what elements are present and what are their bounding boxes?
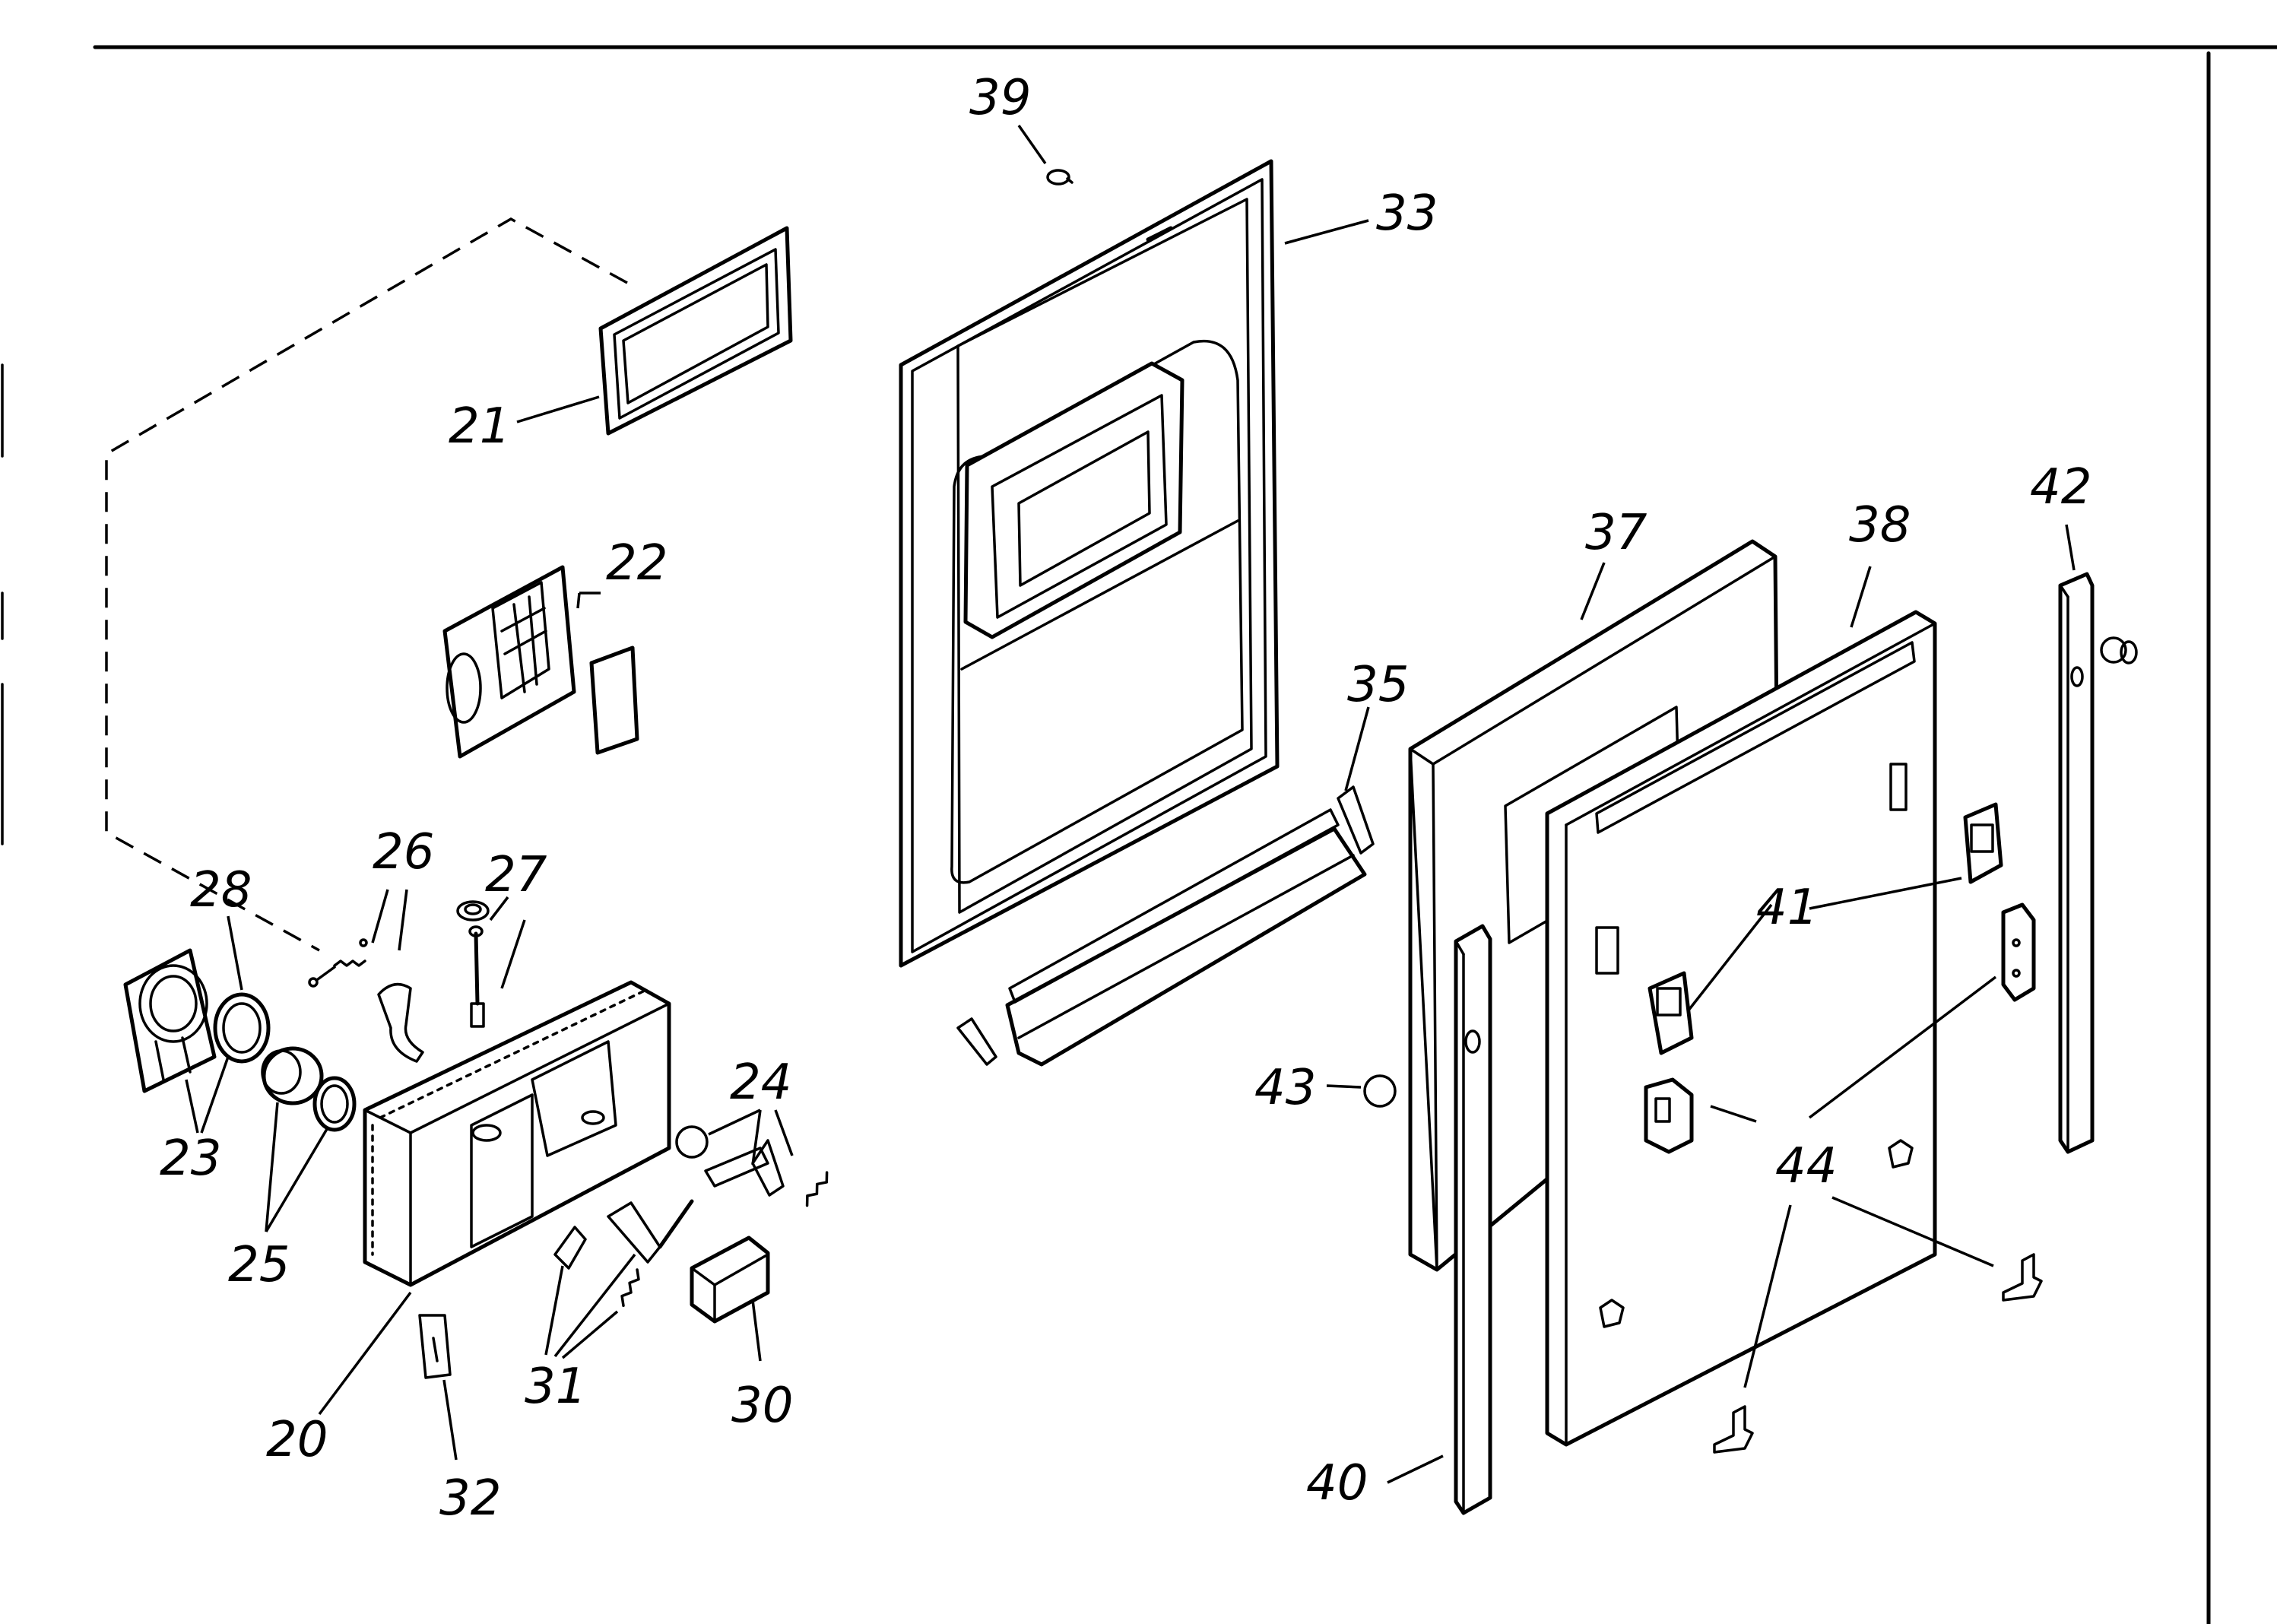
label-22: 22 xyxy=(606,535,668,592)
label-35: 35 xyxy=(1347,657,1409,713)
label-40: 40 xyxy=(1306,1455,1368,1511)
label-32: 32 xyxy=(439,1470,501,1527)
label-26: 26 xyxy=(373,824,434,880)
label-25: 25 xyxy=(228,1237,290,1293)
part-43-bumper xyxy=(1363,1074,1397,1108)
part-33-inner-door xyxy=(899,159,1280,968)
part-31-pawl xyxy=(553,1199,694,1308)
part-42-bumper xyxy=(2100,636,2138,665)
part-32-clip xyxy=(418,1314,452,1379)
part-23-ring xyxy=(213,992,271,1064)
part-41-bracket xyxy=(1647,802,2003,1055)
part-44-hinge xyxy=(1644,902,2043,1454)
label-31: 31 xyxy=(525,1359,586,1415)
label-23: 23 xyxy=(160,1131,221,1187)
label-21: 21 xyxy=(449,398,510,455)
part-25-cap xyxy=(261,1046,357,1132)
part-20-dispenser-housing xyxy=(363,980,671,1287)
label-43: 43 xyxy=(1254,1060,1316,1116)
part-labels: 39 33 21 22 35 37 38 42 26 27 28 23 25 2… xyxy=(160,70,2091,1527)
label-28: 28 xyxy=(190,862,252,918)
label-24: 24 xyxy=(730,1055,791,1111)
part-26-spring-lever xyxy=(308,938,424,1063)
label-38: 38 xyxy=(1849,497,1911,553)
label-39: 39 xyxy=(969,70,1031,126)
part-27-valve-pin xyxy=(456,900,490,1028)
label-42: 42 xyxy=(2030,459,2091,515)
part-22-seal xyxy=(589,645,639,755)
label-20: 20 xyxy=(266,1412,328,1468)
part-28-cover-plate xyxy=(123,948,217,1093)
leader-lines xyxy=(185,124,2076,1484)
part-24-latch xyxy=(675,1125,829,1207)
part-38-outer-door xyxy=(1545,610,1937,1447)
label-30: 30 xyxy=(731,1378,793,1434)
label-27: 27 xyxy=(485,847,547,903)
part-21-gasket xyxy=(598,226,793,436)
part-35-bottom-trim xyxy=(956,785,1375,1067)
part-22-grid-panel xyxy=(442,565,576,759)
label-41: 41 xyxy=(1756,880,1818,936)
part-42-side-rail xyxy=(2058,572,2095,1154)
part-30-switch xyxy=(690,1235,770,1324)
label-37: 37 xyxy=(1585,505,1647,561)
part-39-screw xyxy=(1046,169,1073,186)
part-40-side-rail xyxy=(1454,924,1492,1515)
label-33: 33 xyxy=(1376,186,1438,242)
label-44: 44 xyxy=(1775,1138,1837,1194)
assembly-dashed-outline xyxy=(105,217,628,952)
